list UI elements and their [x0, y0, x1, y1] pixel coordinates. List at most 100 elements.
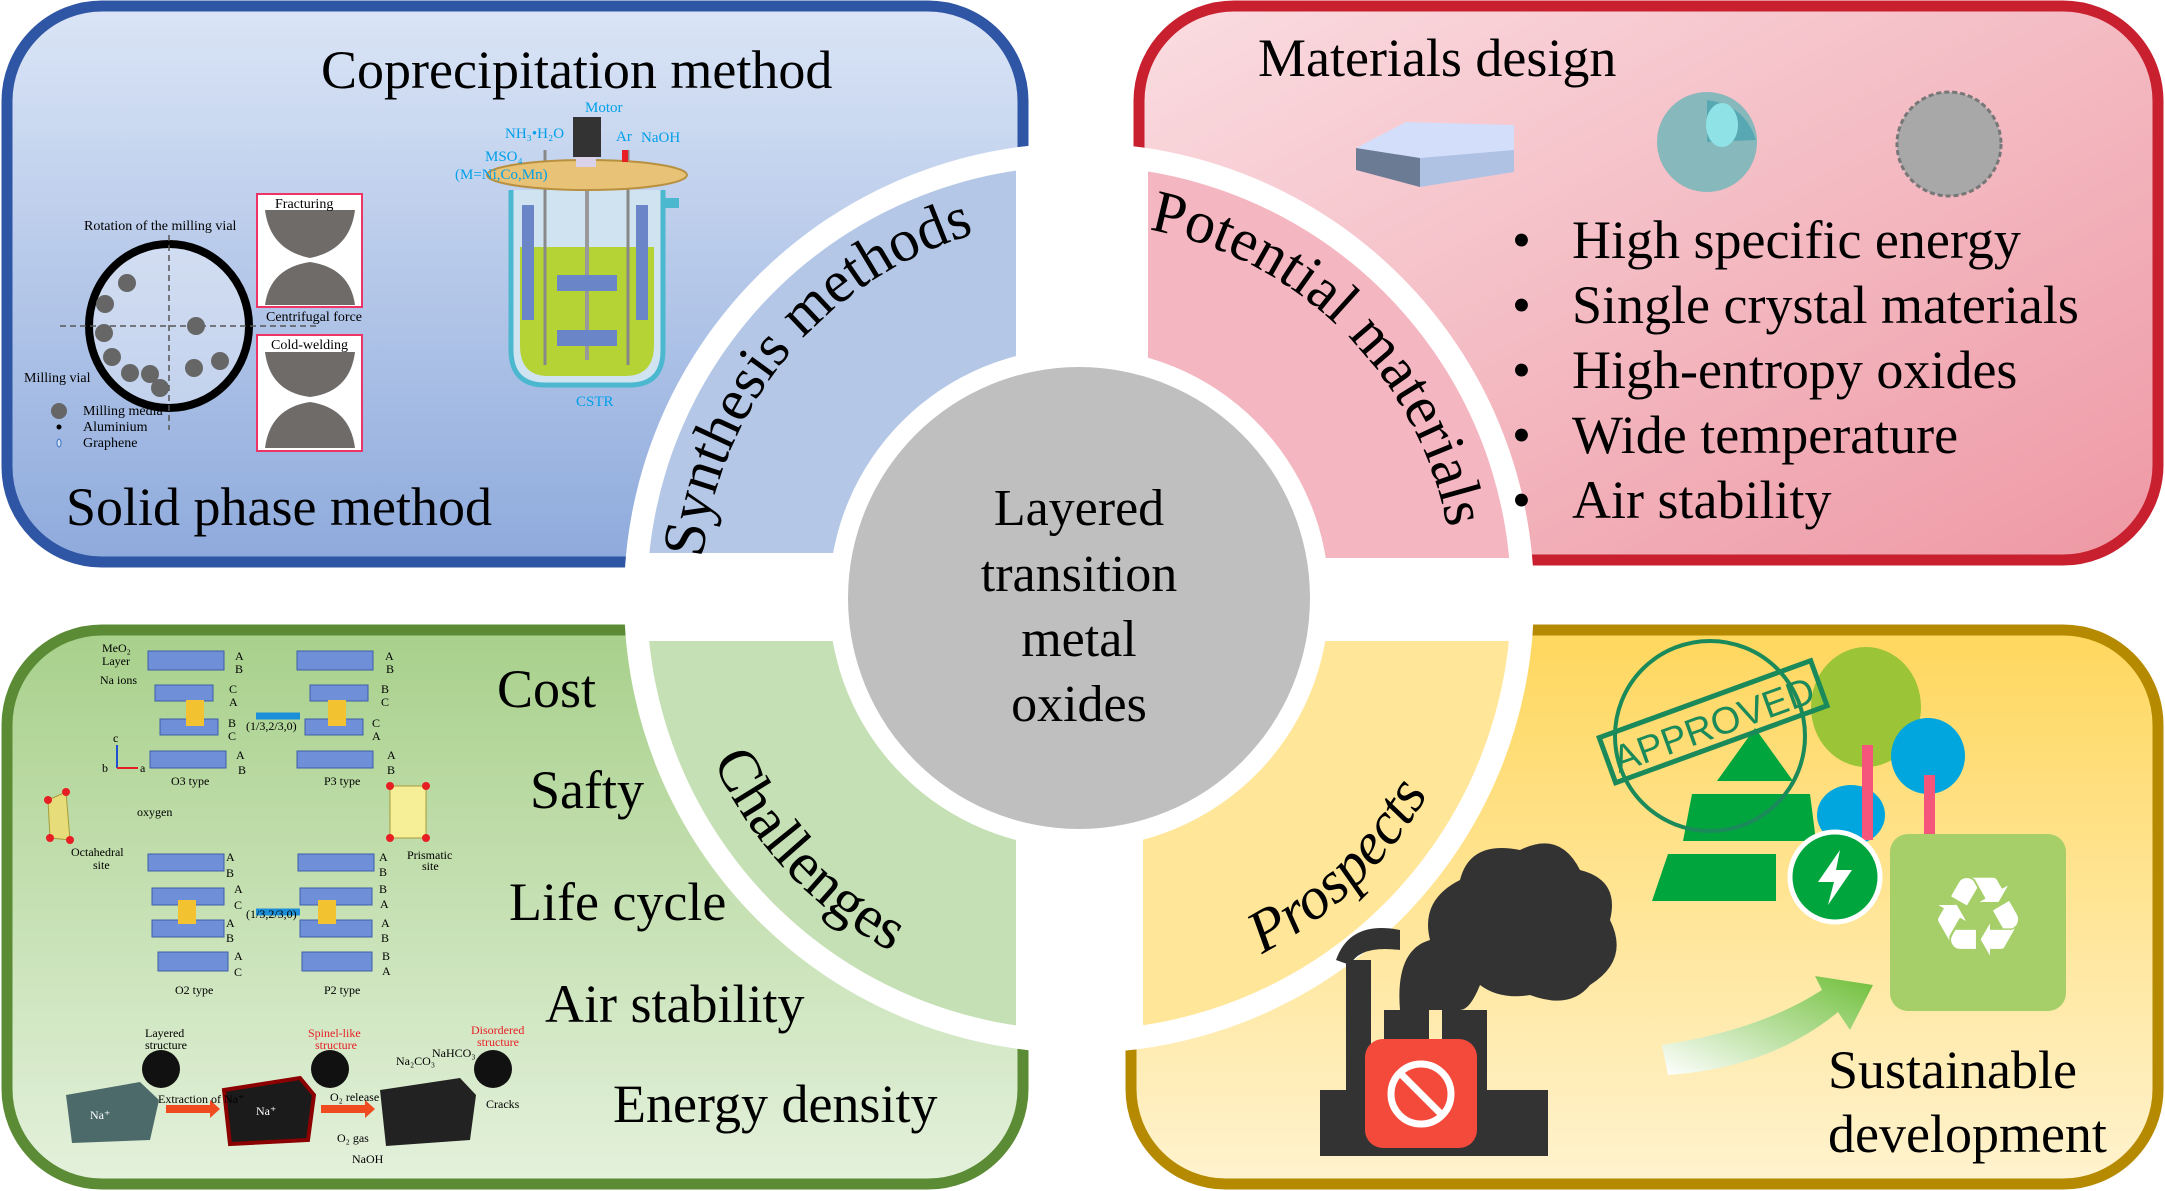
stacking-letter: B [386, 662, 394, 676]
svg-text:♻: ♻ [1929, 853, 2028, 981]
ball-milling-illustration: Rotation of the milling vial Fracturing … [24, 193, 363, 452]
mso4-label: MSO₄ [485, 149, 523, 165]
center-line: transition [981, 546, 1177, 603]
center-line: metal [1021, 611, 1137, 668]
axis-a-label: a [140, 761, 146, 775]
na-plus-label: Na⁺ [90, 1108, 110, 1122]
shift-label: (1/3,2/3,0) [246, 719, 297, 733]
materials-title: Materials design [1258, 28, 1616, 88]
bullet-icon: • [1512, 405, 1531, 465]
stacking-letter: C [229, 682, 237, 696]
stamp-icon [1613, 639, 1807, 833]
cold-welding-label: Cold-welding [271, 338, 348, 353]
stacking-letter: A [372, 729, 381, 743]
shift-label: (1/3,2/3,0) [246, 907, 297, 921]
axis-b-label: b [102, 761, 108, 775]
oxygen-label: oxygen [137, 805, 172, 819]
prismatic-label: Prismatic [407, 848, 452, 862]
bullet-icon: • [1512, 275, 1531, 335]
bullet-item: High-entropy oxides [1572, 340, 2017, 400]
extraction-label: Extraction of Na⁺ [158, 1092, 244, 1106]
stacking-letter: A [234, 949, 243, 963]
o2-gas-label: O₂ gas [337, 1131, 369, 1145]
octahedral-label: Octahedral [71, 845, 124, 859]
layer-label: Layer [102, 654, 130, 668]
bullet-item: High specific energy [1572, 210, 2021, 270]
stacking-letter: B [379, 882, 387, 896]
o2-type-label: O2 type [175, 983, 213, 997]
solid-phase-title: Solid phase method [66, 477, 492, 537]
stacking-letter: A [226, 916, 235, 930]
bullet-icon: • [1512, 470, 1531, 530]
pyramid-icon [1717, 728, 1793, 781]
naoh-label: NaOH [641, 130, 680, 146]
nahco3-label: NaHCO₃ [432, 1046, 476, 1060]
stacking-letter: B [238, 763, 246, 777]
graphene-label: Graphene [83, 436, 137, 451]
stacking-letter: A [382, 964, 391, 978]
axis-c-label: c [113, 731, 118, 745]
o2-stacking: A B A C A B A C [226, 850, 243, 979]
bullet-item: Wide temperature [1572, 405, 1958, 465]
materials-bullet-list: • High specific energy • Single crystal … [1512, 210, 2079, 530]
green-arrow-icon [1662, 976, 1873, 1075]
challenge-item: Safty [530, 760, 644, 820]
stacking-letter: B [379, 865, 387, 879]
layered-label: Layered [145, 1026, 184, 1040]
crystal-structure-illustration: MeO₂ Layer Na ions (1/3,2/3,0) (1/3,2/3,… [44, 641, 452, 997]
stacking-letter: A [234, 882, 243, 896]
stacking-letter: A [226, 850, 235, 864]
degradation-illustration: Layered structure Spinel-like structure … [66, 1023, 524, 1166]
naoh-label: NaOH [352, 1152, 384, 1166]
bullet-icon: • [1512, 210, 1531, 270]
challenge-item: Energy density [613, 1074, 937, 1134]
cracks-label: Cracks [486, 1097, 520, 1111]
bullet-item: Single crystal materials [1572, 275, 2079, 335]
material-morphology-icons [1356, 90, 2003, 198]
stacking-letter: A [236, 748, 245, 762]
center-line: Layered [994, 480, 1164, 537]
stacking-letter: A [235, 649, 244, 663]
challenge-item: Air stability [545, 974, 804, 1034]
aluminium-label: Aluminium [83, 420, 148, 435]
stacking-letter: A [379, 850, 388, 864]
stacking-letter: B [382, 949, 390, 963]
stacking-letter: C [234, 965, 242, 979]
milling-media-label: Milling media [83, 404, 164, 419]
recycle-icon [1890, 834, 2066, 1011]
structure-label: structure [145, 1038, 187, 1052]
stacking-letter: B [381, 682, 389, 696]
p3-type-label: P3 type [324, 774, 360, 788]
coprecipitation-title: Coprecipitation method [321, 40, 832, 100]
stacking-letter: B [228, 716, 236, 730]
structure-label: structure [477, 1035, 519, 1049]
tree-icon [1891, 718, 1965, 794]
tree-icon [1811, 647, 1921, 767]
stacking-letter: A [387, 748, 396, 762]
motor-label: Motor [585, 100, 623, 116]
o3-type-label: O3 type [171, 774, 209, 788]
site-label: site [422, 859, 439, 873]
meo2-label: MeO₂ [102, 641, 131, 655]
p2-stacking: A B B A A B B A [379, 850, 391, 978]
site-label: site [93, 858, 110, 872]
centrifugal-label: Centrifugal force [266, 310, 362, 325]
cstr-reactor-illustration: Motor NH₃•H₂O Ar NaOH MSO₄ (M=Ni,Co,Mn) … [455, 100, 688, 410]
rotation-label: Rotation of the milling vial [84, 219, 237, 234]
challenge-item: Cost [497, 659, 596, 719]
metals-label: (M=Ni,Co,Mn) [455, 167, 548, 183]
stacking-letter: C [228, 729, 236, 743]
o3-stacking: A B C A B C A B [228, 649, 246, 777]
bullet-icon: • [1512, 340, 1531, 400]
stacking-letter: A [385, 649, 394, 663]
stacking-letter: A [381, 916, 390, 930]
fracturing-label: Fracturing [275, 197, 333, 212]
disordered-label: Disordered [471, 1023, 524, 1037]
center-circle [848, 367, 1310, 829]
stacking-letter: A [229, 695, 238, 709]
center-title: Layered transition metal oxides [981, 480, 1177, 733]
stacking-letter: C [234, 898, 242, 912]
stacking-letter: B [226, 931, 234, 945]
stacking-letter: B [235, 662, 243, 676]
